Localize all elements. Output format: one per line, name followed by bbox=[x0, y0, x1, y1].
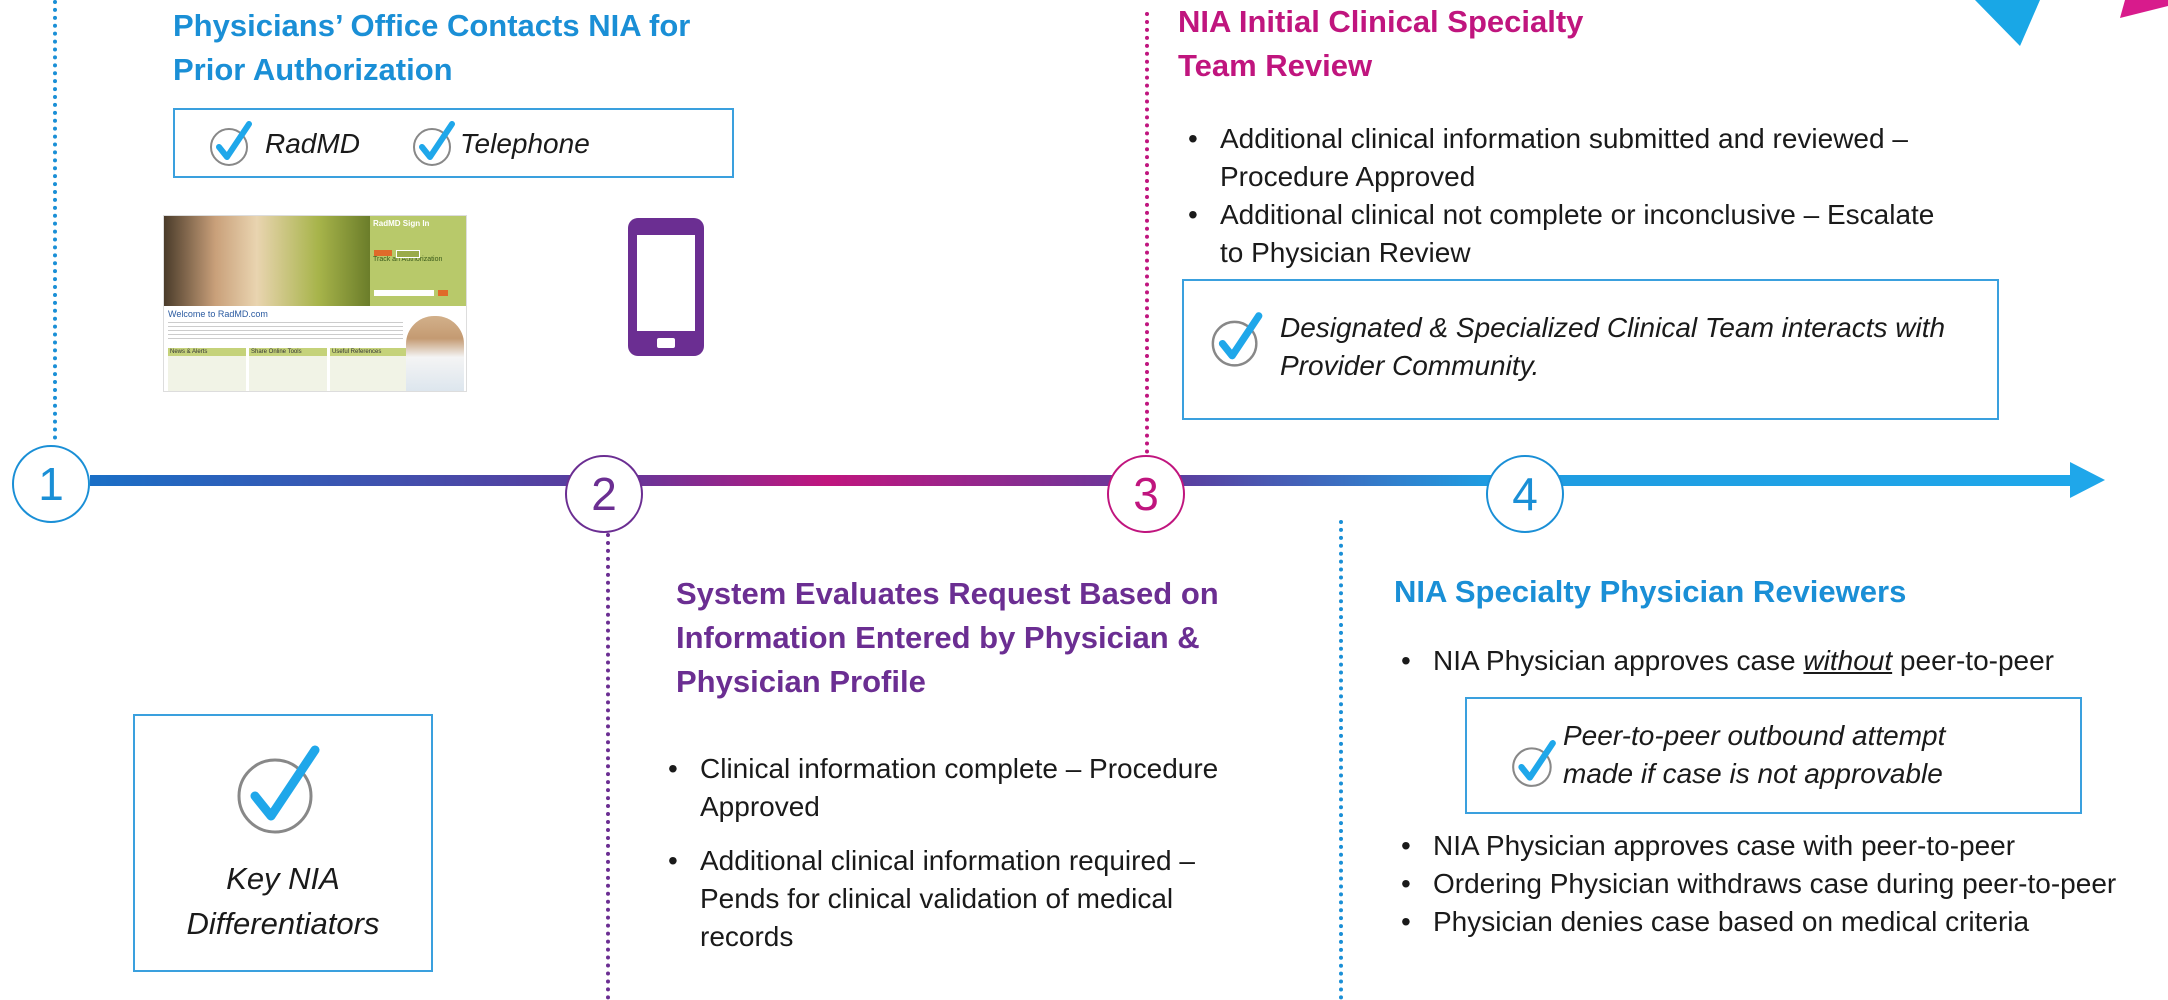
step-3-marker: 3 bbox=[1107, 455, 1185, 533]
check-circle-icon bbox=[237, 745, 320, 834]
step4-bullet: NIA Physician approves case without peer… bbox=[1395, 642, 2155, 680]
check-circle-icon bbox=[1211, 312, 1263, 367]
peer-to-peer-note: Peer-to-peer outbound attempt made if ca… bbox=[1465, 697, 2082, 814]
step3-bullet: Additional clinical information submitte… bbox=[1182, 120, 2022, 196]
radmd-col-1-title: News & Alerts bbox=[168, 348, 246, 356]
step3-title: NIA Initial Clinical Specialty Team Revi… bbox=[1178, 0, 1583, 88]
check-circle-icon bbox=[210, 121, 252, 166]
key-differentiators-box: Key NIA Differentiators bbox=[133, 714, 433, 972]
radmd-welcome: Welcome to RadMD.com bbox=[168, 309, 268, 319]
step2-connector bbox=[606, 525, 610, 1000]
radmd-text-lines bbox=[168, 322, 403, 342]
step2-title: System Evaluates Request Based on Inform… bbox=[676, 572, 1219, 704]
timeline-arrow bbox=[90, 462, 2105, 498]
step2-title-line3: Physician Profile bbox=[676, 664, 926, 699]
step1-connector bbox=[53, 0, 57, 440]
radmd-col-2-title: Share Online Tools bbox=[249, 348, 327, 356]
step-3-number: 3 bbox=[1133, 468, 1159, 520]
step1-title-line1: Physicians’ Office Contacts NIA for bbox=[173, 8, 691, 43]
step-1-marker: 1 bbox=[12, 445, 90, 523]
step3-connector bbox=[1145, 12, 1149, 462]
radmd-doctor-image bbox=[406, 316, 464, 391]
peer-to-peer-note-text: Peer-to-peer outbound attempt made if ca… bbox=[1563, 720, 1946, 789]
option-radmd: RadMD bbox=[207, 120, 360, 168]
step-1-number: 1 bbox=[38, 458, 64, 510]
step2-bullet: Additional clinical information required… bbox=[662, 842, 1282, 956]
step-2-marker: 2 bbox=[565, 455, 643, 533]
logo-shapes-icon bbox=[1975, 0, 2168, 46]
option-telephone: Telephone bbox=[410, 120, 590, 168]
step2-title-line2: Information Entered by Physician & bbox=[676, 620, 1200, 655]
check-circle-icon bbox=[413, 121, 455, 166]
smartphone-icon bbox=[628, 218, 704, 356]
radmd-col-3-title: Useful References bbox=[330, 348, 408, 356]
contact-options-box: RadMD Telephone bbox=[173, 108, 734, 178]
step4-title: NIA Specialty Physician Reviewers bbox=[1394, 574, 1907, 609]
step-2-number: 2 bbox=[591, 468, 617, 520]
step4-bullet: NIA Physician approves case with peer-to… bbox=[1395, 827, 2165, 865]
step-4-number: 4 bbox=[1512, 468, 1538, 520]
step2-bullet: Clinical information complete – Procedur… bbox=[662, 750, 1282, 826]
step2-bullets: Clinical information complete – Procedur… bbox=[662, 750, 1282, 956]
clinical-team-note: Designated & Specialized Clinical Team i… bbox=[1182, 279, 1999, 420]
radmd-col-1: News & Alerts bbox=[168, 348, 246, 391]
key-differentiators-label: Key NIA Differentiators bbox=[135, 856, 431, 946]
step1-title: Physicians’ Office Contacts NIA for Prio… bbox=[173, 4, 690, 92]
radmd-signin-title: RadMD Sign In bbox=[373, 219, 430, 228]
step3-bullet: Additional clinical not complete or inco… bbox=[1182, 196, 2022, 272]
radmd-signin-panel: RadMD Sign In Track an Authorization bbox=[370, 216, 466, 306]
radmd-track-title: Track an Authorization bbox=[373, 256, 443, 263]
step4-connector bbox=[1339, 520, 1343, 1000]
radmd-screenshot: RadMD Sign In Track an Authorization Wel… bbox=[163, 215, 467, 392]
key-differentiators-line2: Differentiators bbox=[186, 906, 380, 941]
step3-title-line1: NIA Initial Clinical Specialty bbox=[1178, 4, 1584, 39]
step4-bullet: Physician denies case based on medical c… bbox=[1395, 903, 2165, 941]
check-circle-icon bbox=[1512, 740, 1556, 787]
radmd-col-2: Share Online Tools bbox=[249, 348, 327, 391]
step1-title-line2: Prior Authorization bbox=[173, 52, 453, 87]
step4-bullet: Ordering Physician withdraws case during… bbox=[1395, 865, 2165, 903]
step3-title-line2: Team Review bbox=[1178, 48, 1373, 83]
option-telephone-label: Telephone bbox=[460, 128, 590, 159]
step3-bullets: Additional clinical information submitte… bbox=[1182, 120, 2022, 272]
radmd-col-3: Useful References bbox=[330, 348, 408, 391]
step4-bullet-first: NIA Physician approves case without peer… bbox=[1395, 642, 2155, 680]
key-differentiators-line1: Key NIA bbox=[226, 861, 340, 896]
step-4-marker: 4 bbox=[1486, 455, 1564, 533]
option-radmd-label: RadMD bbox=[265, 128, 360, 159]
step4-bullets: NIA Physician approves case with peer-to… bbox=[1395, 827, 2165, 941]
step2-title-line1: System Evaluates Request Based on bbox=[676, 576, 1219, 611]
radmd-hero-image bbox=[164, 216, 370, 306]
clinical-team-note-text: Designated & Specialized Clinical Team i… bbox=[1280, 312, 1946, 381]
